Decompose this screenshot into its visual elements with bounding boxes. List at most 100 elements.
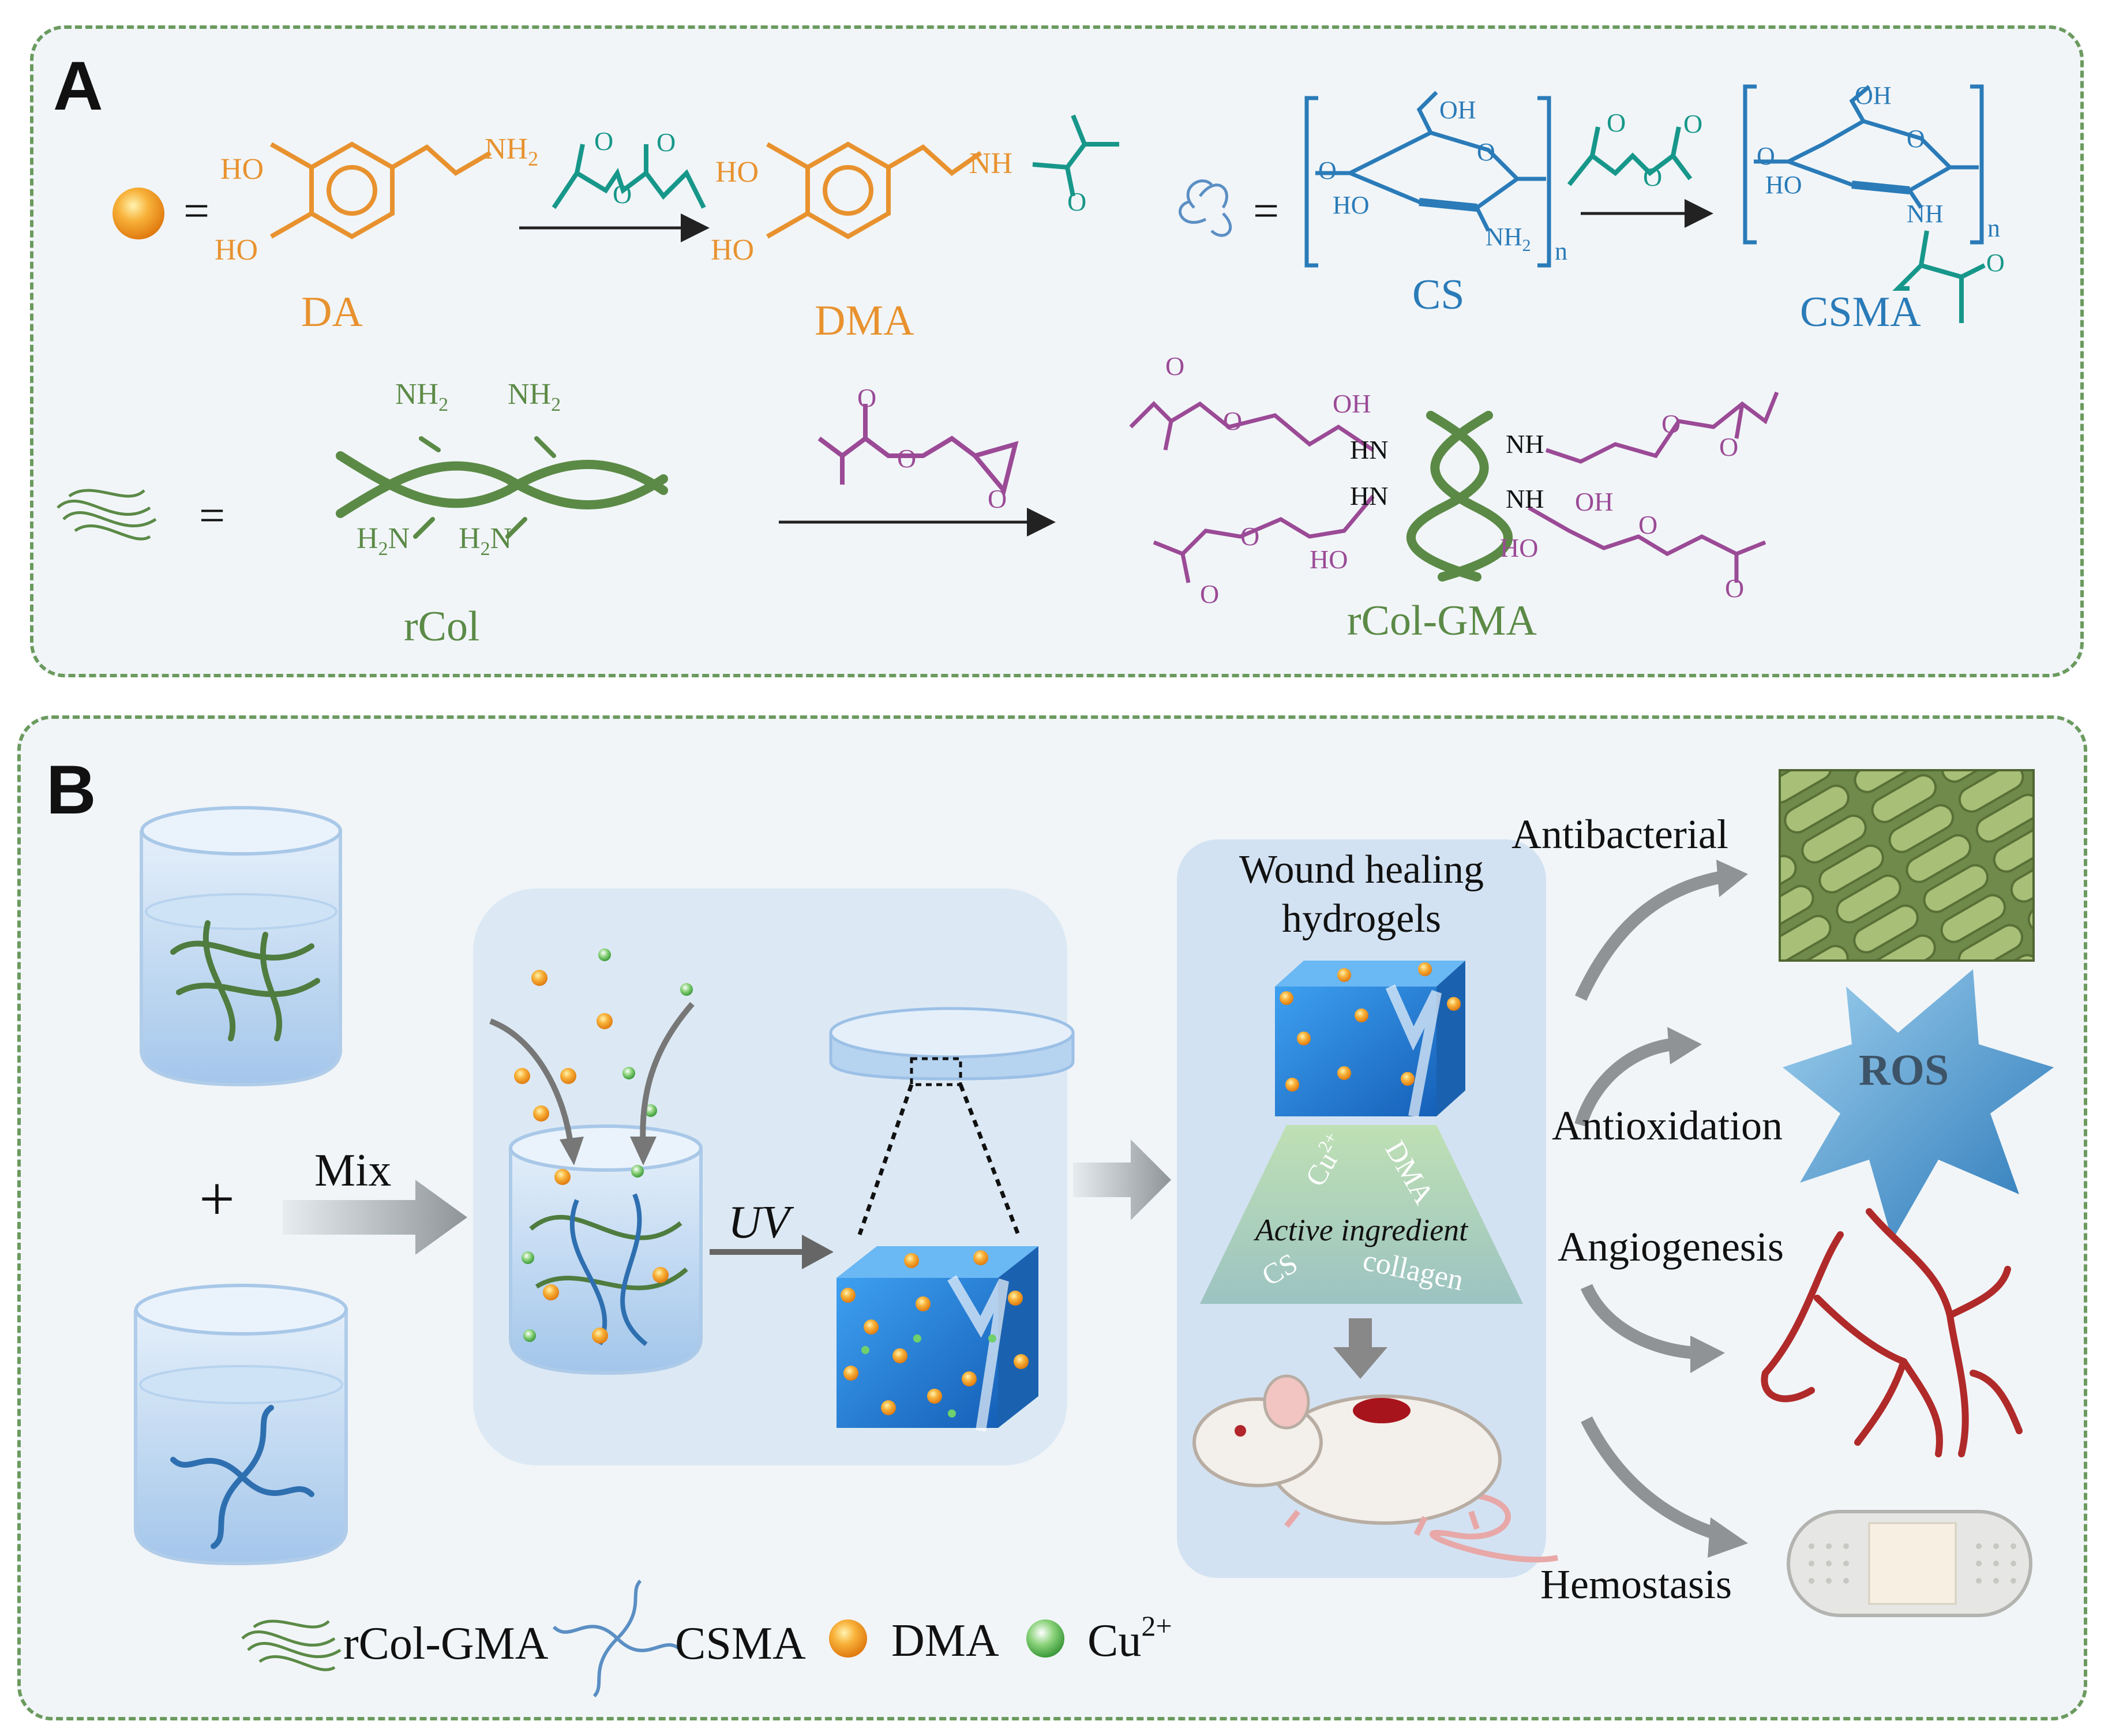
uv-label: UV	[728, 1197, 794, 1248]
beaker-csma	[134, 1284, 348, 1566]
rcolgma-hn-2: HN	[1350, 481, 1388, 511]
rcol-nh2-2: NH2	[508, 378, 561, 415]
rcolgma-oh-1: OH	[1333, 389, 1371, 418]
rcolgma-ho-1: HO	[1310, 545, 1348, 574]
rcol-name: rCol	[404, 603, 480, 650]
csma-oh: OH	[1855, 81, 1892, 110]
anhydride2-o2: O	[1643, 162, 1662, 192]
plus-sign: +	[199, 1164, 235, 1234]
mix-label: Mix	[314, 1145, 391, 1196]
anhydride-o3: O	[657, 128, 676, 157]
cs-oh: OH	[1439, 96, 1476, 124]
bacteria-image	[1779, 769, 2035, 962]
equals-sign-cs: =	[1253, 186, 1279, 237]
rcolgma-nh-1: NH	[1506, 429, 1544, 459]
rcolgma-helix	[1406, 411, 1513, 582]
rcol-h2n-1: H2N	[357, 522, 410, 560]
da-nh2: NH2	[485, 133, 538, 170]
panel-a-chemistry: = HO HO NH2 DA O O O HO HO NH O DMA =	[57, 81, 2005, 650]
pyramid-active: Active ingredient	[1254, 1213, 1469, 1247]
rcolgma-hn-1: HN	[1350, 435, 1388, 464]
methacrylic-anhydride-2	[1567, 126, 1693, 186]
cs-o-left: O	[1318, 156, 1337, 185]
rcolgma-o-5: O	[1240, 522, 1259, 551]
rcolgma-nh-2: NH	[1506, 484, 1544, 513]
active-ingredient-pyramid	[1200, 1125, 1523, 1304]
legend-dma-label: DMA	[891, 1615, 999, 1666]
down-arrow	[1333, 1318, 1387, 1379]
panel-a-label: A	[53, 47, 103, 125]
rcolgma-o-6: O	[1200, 579, 1219, 609]
panel-b-label: B	[46, 751, 96, 828]
da-name: DA	[301, 288, 363, 336]
zoom-line-left	[857, 1083, 914, 1236]
methacrylic-anhydride	[552, 144, 706, 209]
zoom-line-right	[958, 1083, 1021, 1236]
equals-sign-rcol: =	[199, 490, 225, 541]
dma-name: DMA	[815, 297, 914, 344]
mouse-icon	[1192, 1374, 1558, 1563]
legend-cu-icon	[1026, 1619, 1064, 1658]
legend-rcolgma-icon	[241, 1619, 342, 1671]
rcol-h2n-2: H2N	[459, 522, 512, 560]
legend-cu-label: Cu2+	[1087, 1610, 1172, 1666]
dma-nh: NH	[969, 147, 1012, 180]
legend-csma-label: CSMA	[675, 1618, 806, 1669]
rcolgma-oh-2: OH	[1575, 487, 1613, 516]
rcolgma-o-2: O	[1165, 351, 1184, 381]
csma-name: CSMA	[1800, 288, 1921, 336]
gma-reagent	[817, 404, 1019, 496]
wound-title-1: Wound healing	[1239, 848, 1484, 892]
rcolgma-o-7: O	[1638, 510, 1657, 539]
gma-o2: O	[897, 444, 916, 473]
da-ho-bottom: HO	[215, 234, 258, 267]
csma-nh: NH	[1907, 200, 1944, 228]
rcol-icon	[57, 489, 157, 541]
blood-vessels-icon	[1761, 1208, 2023, 1457]
cs-nh2: NH2	[1486, 223, 1531, 255]
dma-ho-top: HO	[715, 156, 759, 189]
arrow-antioxidation	[1574, 1038, 1674, 1127]
ros-label: ROS	[1859, 1046, 1949, 1094]
da-ho-top: HO	[220, 153, 264, 186]
ros-burst-icon	[1783, 969, 2054, 1240]
bandage-icon	[1787, 1510, 2032, 1617]
cs-ho: HO	[1333, 191, 1370, 219]
beaker-rcolgma	[140, 806, 342, 1087]
cs-swirl-icon	[1179, 179, 1232, 237]
rcol-helix	[336, 436, 668, 539]
arrow-hemostasis	[1581, 1416, 1721, 1541]
dma-ball-icon	[112, 188, 164, 239]
equals-sign: =	[183, 186, 209, 237]
legend-dma-icon	[829, 1619, 867, 1658]
rcolgma-o-3: O	[1661, 409, 1681, 438]
cs-name: CS	[1412, 271, 1465, 318]
arrow-antibacterial	[1575, 871, 1724, 1001]
csma-o: O	[1986, 249, 2005, 277]
anhydride-o2: O	[613, 179, 632, 209]
csma-n: n	[1987, 214, 2000, 242]
dma-ho-bottom: HO	[711, 234, 754, 267]
petri-dish	[829, 1007, 1075, 1086]
antibacterial-label: Antibacterial	[1511, 811, 1728, 857]
cs-o-ring: O	[1477, 138, 1495, 166]
to-hydrogel-arrow	[1073, 1139, 1171, 1220]
dma-o: O	[1067, 187, 1086, 216]
rcolgma-o-8: O	[1725, 573, 1744, 603]
panel-a-frame	[30, 25, 2084, 677]
drop-arrow-left	[489, 1018, 574, 1149]
anhydride2-o1: O	[1607, 108, 1626, 137]
antioxidation-label: Antioxidation	[1552, 1103, 1783, 1149]
arrow-angiogenesis	[1580, 1284, 1697, 1359]
mix-arrow	[283, 1180, 467, 1255]
csma-structure	[1743, 84, 1984, 245]
hemostasis-label: Hemostasis	[1540, 1561, 1732, 1607]
rcolgma-gma-arms	[1129, 391, 1779, 583]
drop-arrow-right	[640, 1002, 695, 1149]
legend-rcolgma-label: rCol-GMA	[343, 1618, 549, 1669]
rcolgma-name: rCol-GMA	[1347, 597, 1537, 644]
anhydride-o1: O	[594, 126, 613, 156]
rcol-nh2-1: NH2	[395, 378, 448, 415]
csma-ho: HO	[1765, 171, 1802, 199]
